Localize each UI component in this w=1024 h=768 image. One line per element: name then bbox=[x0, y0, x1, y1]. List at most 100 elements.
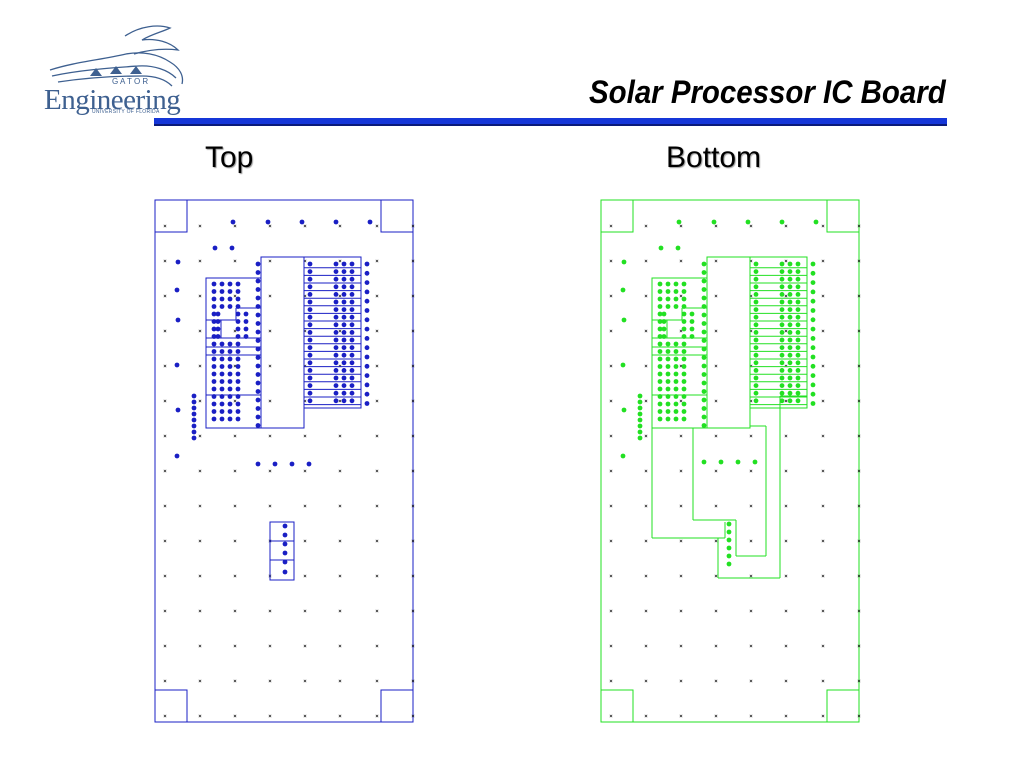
grid-marker bbox=[644, 504, 648, 508]
pad-dot bbox=[219, 409, 225, 414]
pad-dot bbox=[657, 416, 663, 422]
pad-dot bbox=[219, 394, 225, 399]
grid-marker bbox=[338, 224, 342, 228]
grid-marker bbox=[375, 329, 379, 333]
grid-marker bbox=[821, 469, 825, 473]
grid-marker bbox=[338, 609, 342, 613]
pad-dot bbox=[779, 307, 785, 312]
pad-dot bbox=[227, 364, 233, 369]
pad-dot bbox=[657, 319, 663, 324]
pad-dot bbox=[307, 269, 313, 274]
pad-dot bbox=[219, 281, 225, 287]
grid-marker bbox=[609, 714, 613, 718]
pad-dot bbox=[349, 284, 355, 290]
grid-marker bbox=[714, 714, 718, 718]
grid-marker bbox=[679, 574, 683, 578]
pad-dot bbox=[341, 330, 347, 335]
pad-dot bbox=[227, 296, 233, 302]
grid-marker bbox=[198, 609, 202, 613]
pad-dot bbox=[364, 373, 370, 378]
pad-dot bbox=[787, 390, 793, 396]
grid-marker bbox=[338, 574, 342, 578]
pad-dot bbox=[211, 311, 217, 317]
pad-dot bbox=[726, 537, 732, 543]
grid-marker bbox=[233, 644, 237, 648]
pad-dot bbox=[219, 416, 225, 422]
component-outline bbox=[749, 256, 808, 409]
logo-subtitle: UNIVERSITY OF FLORIDA bbox=[92, 109, 160, 115]
pad-dot bbox=[235, 341, 241, 347]
pad-dot bbox=[810, 373, 816, 378]
pad-dot bbox=[681, 319, 687, 324]
grid-marker bbox=[821, 644, 825, 648]
pad-dot bbox=[657, 326, 663, 332]
pad-dot bbox=[810, 345, 816, 351]
grid-marker bbox=[609, 539, 613, 543]
pad-dot bbox=[795, 299, 801, 305]
pad-dot bbox=[657, 341, 663, 347]
pad-dot bbox=[341, 375, 347, 381]
top-layer-board-diagram bbox=[154, 199, 415, 723]
pad-dot bbox=[787, 322, 793, 328]
pad-dot bbox=[735, 459, 741, 465]
pad-dot bbox=[779, 292, 785, 297]
pad-dot bbox=[673, 304, 679, 309]
grid-marker bbox=[679, 469, 683, 473]
grid-marker bbox=[233, 469, 237, 473]
corner-mount-square bbox=[380, 199, 414, 233]
grid-marker bbox=[609, 574, 613, 578]
pad-dot bbox=[349, 314, 355, 320]
pad-dot bbox=[227, 394, 233, 399]
pad-dot bbox=[657, 386, 663, 392]
grid-marker bbox=[375, 679, 379, 683]
grid-marker bbox=[233, 259, 237, 263]
pad-dot bbox=[689, 326, 695, 332]
pad-dot bbox=[235, 401, 241, 407]
pad-dot bbox=[272, 461, 278, 467]
pad-dot bbox=[779, 314, 785, 320]
pad-dot bbox=[255, 397, 261, 403]
pad-dot bbox=[265, 219, 271, 225]
pad-dot bbox=[211, 326, 217, 332]
pad-dot bbox=[787, 345, 793, 350]
grid-marker bbox=[749, 224, 753, 228]
pad-dot bbox=[795, 276, 801, 282]
grid-marker bbox=[644, 644, 648, 648]
pad-dot bbox=[787, 299, 793, 305]
pad-dot bbox=[219, 356, 225, 362]
board-outline bbox=[600, 199, 860, 723]
grid-marker bbox=[644, 469, 648, 473]
pad-dot bbox=[673, 416, 679, 422]
pad-dot bbox=[243, 334, 249, 339]
grid-marker bbox=[338, 539, 342, 543]
pad-dot bbox=[364, 345, 370, 351]
grid-marker bbox=[821, 364, 825, 368]
pad-dot bbox=[307, 360, 313, 366]
grid-marker bbox=[198, 259, 202, 263]
grid-marker bbox=[609, 259, 613, 263]
pad-dot bbox=[235, 311, 241, 317]
pad-dot bbox=[341, 314, 347, 320]
pad-dot bbox=[665, 379, 671, 384]
pad-dot bbox=[795, 390, 801, 396]
grid-marker bbox=[644, 294, 648, 298]
pad-dot bbox=[753, 276, 759, 282]
grid-marker bbox=[714, 294, 718, 298]
pad-dot bbox=[657, 364, 663, 369]
pad-dot bbox=[779, 219, 785, 225]
pad-dot bbox=[364, 354, 370, 360]
pad-dot bbox=[753, 322, 759, 328]
pad-dot bbox=[810, 280, 816, 285]
pad-dot bbox=[657, 401, 663, 407]
pad-dot bbox=[661, 326, 667, 332]
grid-marker bbox=[714, 329, 718, 333]
pad-dot bbox=[810, 289, 816, 295]
pad-dot bbox=[235, 349, 241, 354]
pad-dot bbox=[307, 292, 313, 297]
grid-marker bbox=[857, 504, 861, 508]
pad-dot bbox=[657, 371, 663, 377]
pad-dot bbox=[215, 319, 221, 324]
pad-dot bbox=[255, 312, 261, 318]
pad-dot bbox=[779, 261, 785, 267]
pad-dot bbox=[657, 289, 663, 294]
